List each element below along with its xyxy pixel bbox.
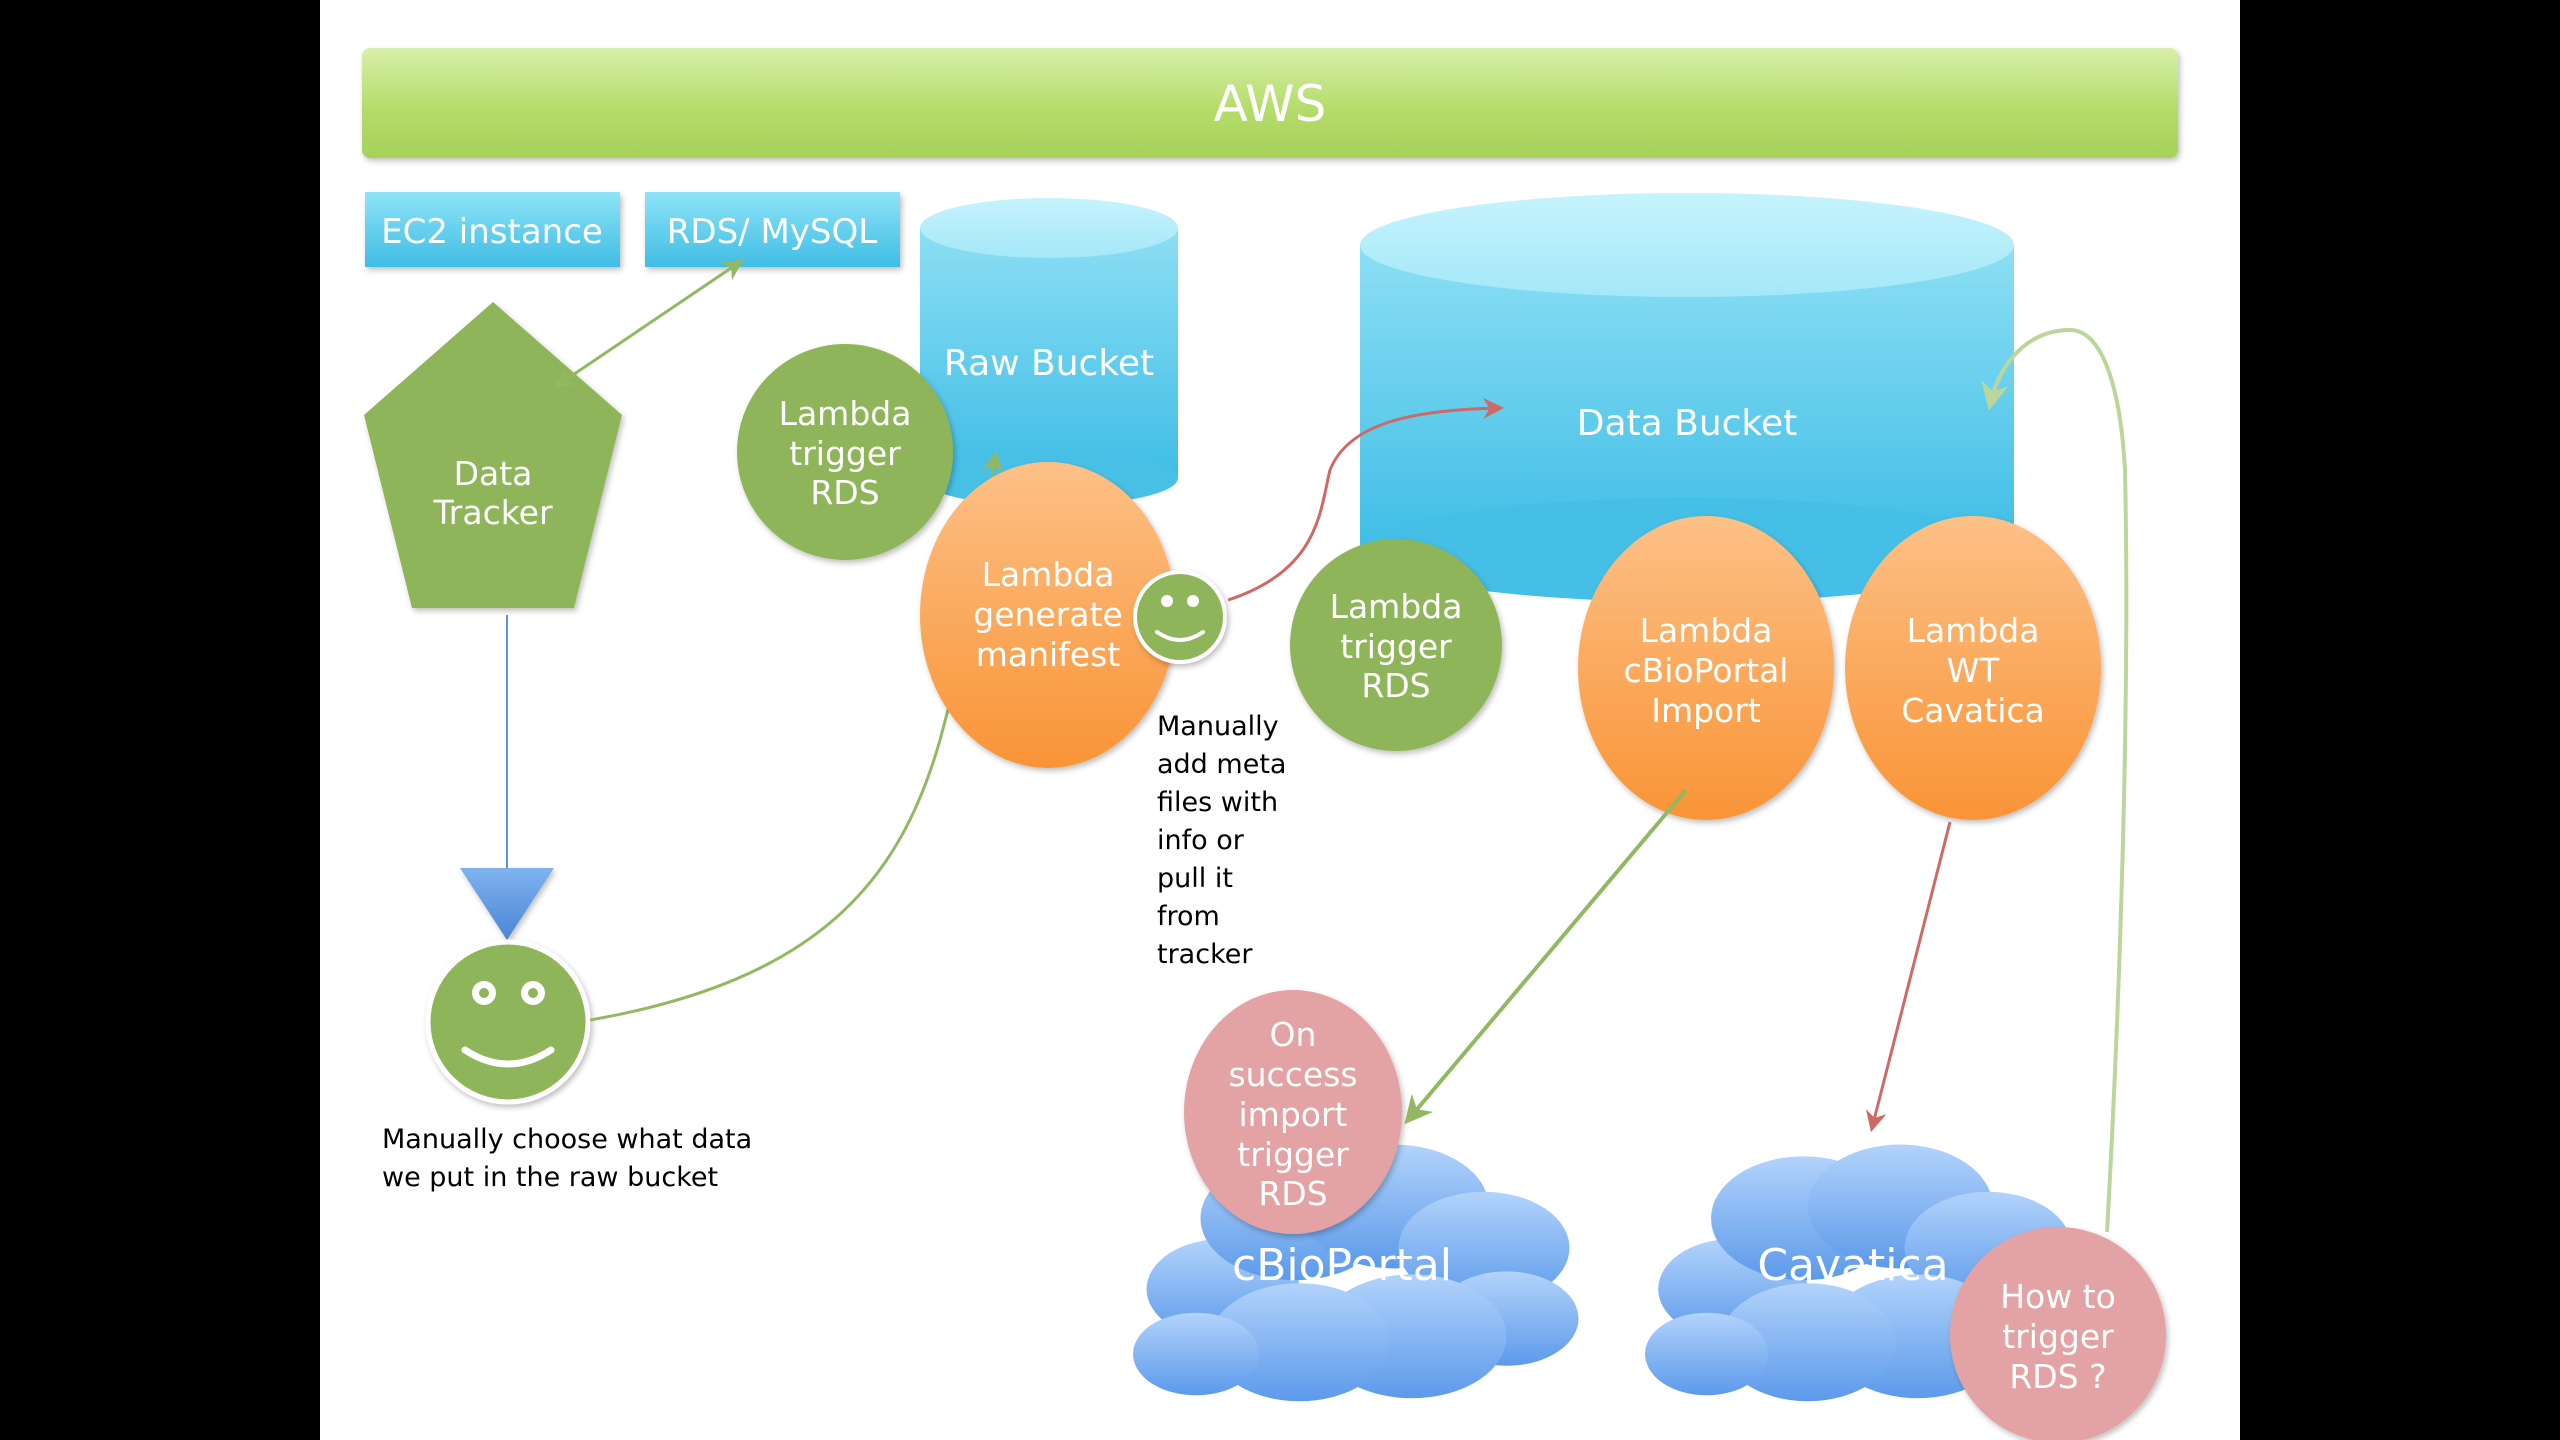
how-to-trigger-rds: How to trigger RDS ? (1950, 1227, 2166, 1440)
lambda-cbioportal-import-line2: cBioPortal (1624, 651, 1789, 690)
cbioportal-cloud: cBioPortal (1133, 1144, 1579, 1402)
lambda-wt-cavatica-line2: WT (1947, 651, 2001, 690)
lambda-generate-manifest-line3: manifest (976, 635, 1121, 674)
lambda-trigger-rds-middle-line1: Lambda (1330, 587, 1463, 626)
lambda-generate-manifest: Lambda generate manifest (920, 462, 1176, 768)
manual-meta-note-line7: tracker (1157, 939, 1253, 970)
connector-cbioportal-import-to-cloud (1404, 788, 1688, 1125)
aws-banner-title: AWS (1214, 75, 1327, 133)
manual-choose-note: Manually choose what data we put in the … (382, 1124, 752, 1193)
manual-meta-note: Manually add meta files with info or pul… (1157, 711, 1286, 970)
how-to-trigger-line1: How to (2000, 1277, 2116, 1316)
lambda-trigger-rds-middle: Lambda trigger RDS (1290, 539, 1502, 751)
rds-mysql-label: RDS/ MySQL (667, 212, 877, 252)
data-bucket-label: Data Bucket (1577, 403, 1798, 444)
lambda-generate-manifest-line1: Lambda (982, 555, 1115, 594)
manual-step-smiley-icon (1133, 570, 1227, 664)
on-success-line4: trigger (1237, 1135, 1349, 1174)
lambda-wt-cavatica-line3: Cavatica (1901, 691, 2045, 730)
manual-meta-note-line3: files with (1157, 787, 1278, 818)
lambda-wt-cavatica: Lambda WT Cavatica (1845, 516, 2101, 820)
raw-bucket-cylinder: Raw Bucket (920, 198, 1178, 506)
connector-trigger-loop-to-data-bucket (1981, 327, 2129, 1233)
lambda-trigger-rds-left-line3: RDS (810, 473, 879, 512)
raw-bucket-label: Raw Bucket (944, 343, 1154, 384)
lambda-cbioportal-import: Lambda cBioPortal Import (1578, 516, 1834, 820)
rds-mysql-box: RDS/ MySQL (645, 192, 900, 267)
on-success-line3: import (1239, 1095, 1348, 1134)
manual-choose-note-line2: we put in the raw bucket (382, 1162, 718, 1193)
data-tracker-label-line1: Data (454, 454, 533, 493)
manual-meta-note-line2: add meta (1157, 749, 1286, 780)
ec2-instance-label: EC2 instance (381, 212, 603, 252)
connector-manifest-to-data-bucket (1227, 397, 1505, 602)
cavatica-cloud-label: Cavatica (1757, 1240, 1948, 1291)
data-tracker-label-line2: Tracker (432, 493, 552, 532)
how-to-trigger-line3: RDS ? (2009, 1357, 2106, 1396)
lambda-trigger-rds-left-line1: Lambda (779, 394, 912, 433)
aws-banner: AWS (362, 48, 2178, 158)
data-bucket-cylinder: Data Bucket (1360, 193, 2014, 602)
on-success-line5: RDS (1258, 1174, 1327, 1213)
arrowhead-down-icon (460, 868, 554, 940)
manual-meta-note-line5: pull it (1157, 863, 1233, 894)
how-to-trigger-line2: trigger (2002, 1317, 2114, 1356)
connector-rds-data-tracker (554, 259, 744, 388)
manual-choose-note-line1: Manually choose what data (382, 1124, 752, 1155)
on-success-trigger-rds: On success import trigger RDS (1184, 990, 1402, 1234)
lambda-trigger-rds-middle-line2: trigger (1340, 627, 1452, 666)
cbioportal-cloud-label: cBioPortal (1232, 1240, 1452, 1291)
manual-meta-note-line6: from (1157, 901, 1220, 932)
lambda-cbioportal-import-line3: Import (1651, 691, 1761, 730)
lambda-wt-cavatica-line1: Lambda (1907, 611, 2040, 650)
lambda-trigger-rds-left: Lambda trigger RDS (737, 344, 953, 560)
on-success-line2: success (1228, 1055, 1357, 1094)
lambda-generate-manifest-line2: generate (973, 595, 1123, 634)
manual-meta-note-line4: info or (1157, 825, 1245, 856)
lambda-cbioportal-import-line1: Lambda (1640, 611, 1773, 650)
person-smiley-icon (425, 939, 591, 1105)
connector-wt-cavatica-to-cloud (1865, 821, 1952, 1133)
ec2-instance-box: EC2 instance (365, 192, 620, 267)
on-success-line1: On (1270, 1015, 1317, 1054)
manual-meta-note-line1: Manually (1157, 711, 1279, 742)
lambda-trigger-rds-middle-line3: RDS (1361, 666, 1430, 705)
lambda-trigger-rds-left-line2: trigger (789, 434, 901, 473)
cavatica-cloud: Cavatica (1645, 1144, 2081, 1402)
